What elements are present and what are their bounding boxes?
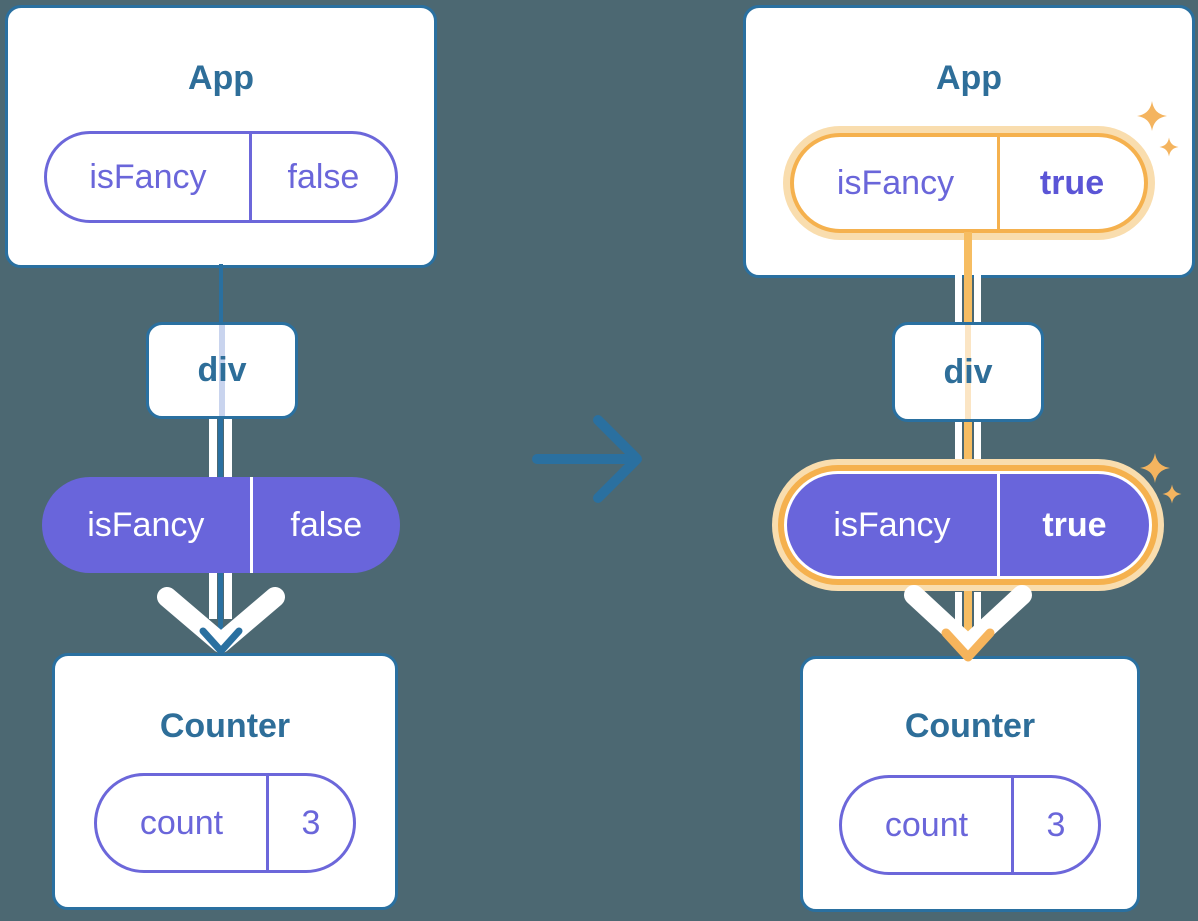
- right-shaft-white: [955, 272, 962, 322]
- right-shaft-white: [955, 422, 962, 476]
- arrow-right-icon: [532, 415, 642, 503]
- sparkle-icon: [1140, 453, 1170, 483]
- right-app-prop-pill: isFancy true: [790, 133, 1148, 233]
- right-shaft-orange: [964, 422, 972, 476]
- right-shaft-white: [974, 422, 981, 476]
- left-app-prop-pill: isFancy false: [44, 131, 398, 223]
- prop-name-label: isFancy: [87, 505, 205, 544]
- left-counter-title: Counter: [159, 707, 291, 745]
- left-counter-card: Counter count 3: [52, 653, 398, 910]
- arrow-down-icon: [157, 587, 285, 655]
- right-div-through-line: [965, 325, 971, 419]
- state-value-label: 3: [265, 776, 353, 870]
- left-app-div-connector: [219, 264, 223, 324]
- prop-value-label: true: [997, 137, 1144, 229]
- left-app-title: App: [187, 59, 255, 97]
- left-shaft-teal: [218, 419, 223, 478]
- left-counter-state-pill: count 3: [94, 773, 356, 873]
- left-shaft-white: [209, 573, 217, 619]
- right-counter-title: Counter: [904, 707, 1036, 745]
- state-name-label: count: [884, 805, 969, 844]
- sparkle-icon: [1137, 101, 1167, 131]
- right-shaft-white: [974, 592, 981, 628]
- left-app-card: App isFancy false: [5, 5, 437, 268]
- right-counter-state-pill: count 3: [839, 775, 1101, 875]
- prop-name-label: isFancy: [836, 163, 955, 202]
- right-shaft-white: [955, 592, 962, 628]
- left-div-card: div: [146, 322, 298, 419]
- right-shaft-white: [974, 272, 981, 322]
- left-shaft-white: [209, 419, 217, 478]
- prop-value-label: true: [996, 474, 1149, 576]
- arrow-down-icon: [904, 585, 1032, 662]
- left-shaft-white: [224, 419, 232, 478]
- right-prop-line-orange: [964, 232, 972, 322]
- state-value-label: 3: [1010, 778, 1098, 872]
- right-div-card: div: [892, 322, 1044, 422]
- left-div-label: div: [197, 351, 247, 389]
- left-shaft-white: [224, 573, 232, 619]
- right-counter-card: Counter count 3: [800, 656, 1140, 912]
- right-app-title: App: [935, 59, 1003, 97]
- sparkle-icon: [1162, 484, 1182, 504]
- left-div-through-line: [219, 325, 225, 416]
- prop-value-label: false: [248, 134, 395, 220]
- right-passed-prop-pill: isFancy true: [787, 474, 1149, 576]
- left-shaft-teal: [218, 573, 223, 637]
- left-passed-prop-pill: isFancy false: [42, 477, 400, 573]
- state-name-label: count: [139, 803, 224, 842]
- right-shaft-orange: [964, 590, 972, 646]
- prop-name-label: isFancy: [89, 157, 207, 196]
- prop-value-label: false: [249, 477, 400, 573]
- sparkle-icon: [1159, 137, 1179, 157]
- right-div-label: div: [943, 352, 993, 391]
- prop-name-label: isFancy: [833, 505, 951, 544]
